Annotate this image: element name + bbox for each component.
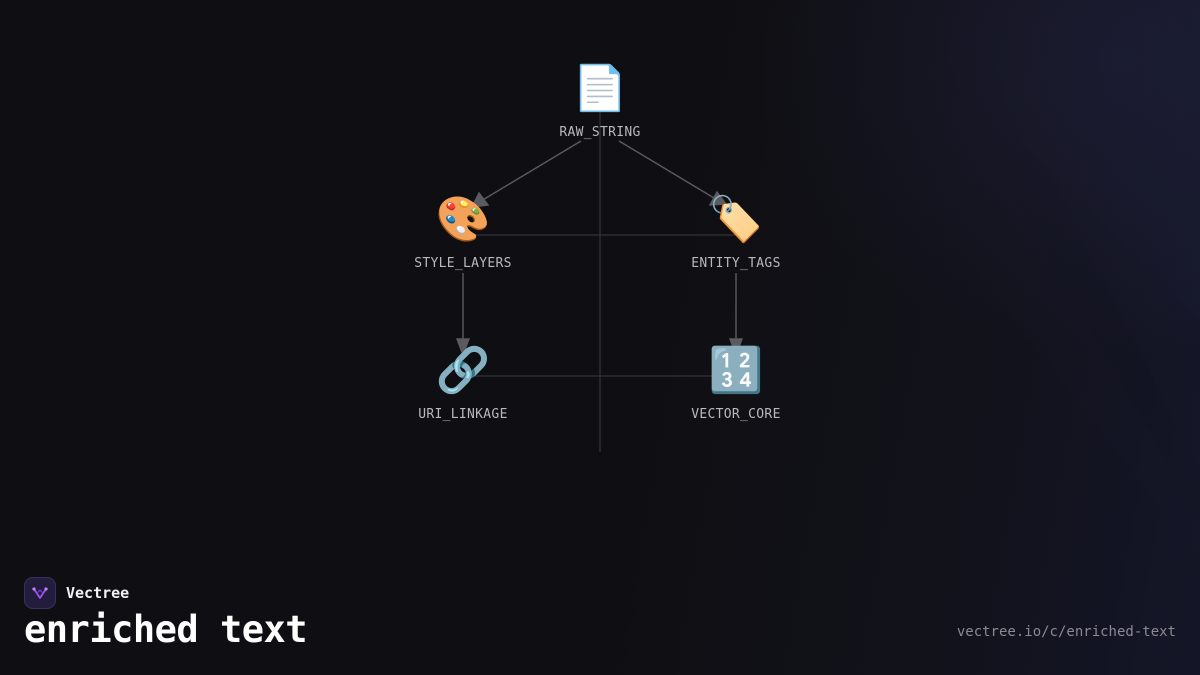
- palette-icon: 🎨: [435, 194, 491, 245]
- node-label: STYLE_LAYERS: [414, 256, 512, 271]
- arrowhead-entity: [708, 190, 728, 206]
- arrowhead-style: [470, 191, 490, 208]
- vectree-logo-icon: [24, 577, 56, 609]
- node-uri-linkage: 🔗 URI_LINKAGE: [418, 343, 507, 422]
- node-label: VECTOR_CORE: [691, 407, 781, 422]
- guide-lines: [463, 112, 736, 452]
- node-label: RAW_STRING: [559, 125, 641, 140]
- brand[interactable]: Vectree: [24, 577, 129, 609]
- brand-name: Vectree: [66, 584, 130, 602]
- numbers-icon: 🔢: [708, 345, 764, 396]
- arrowhead-vector: [728, 338, 744, 357]
- document-icon: 📄: [572, 63, 628, 114]
- edges: [455, 140, 744, 357]
- arrowhead-uri: [455, 338, 471, 357]
- node-vector-core: 🔢 VECTOR_CORE: [691, 343, 780, 422]
- node-entity-tags: 🏷️ ENTITY_TAGS: [691, 192, 780, 271]
- node-label: URI_LINKAGE: [418, 407, 508, 422]
- node-raw-string: 📄 RAW_STRING: [559, 61, 640, 140]
- page-url-link[interactable]: vectree.io/c/enriched-text: [956, 624, 1176, 640]
- edge-raw-to-style: [480, 140, 582, 202]
- link-icon: 🔗: [435, 345, 491, 396]
- page-title: enriched text: [24, 608, 308, 651]
- edge-raw-to-entity: [618, 140, 720, 202]
- tag-icon: 🏷️: [708, 194, 764, 245]
- node-style-layers: 🎨 STYLE_LAYERS: [414, 192, 512, 271]
- node-label: ENTITY_TAGS: [691, 256, 781, 271]
